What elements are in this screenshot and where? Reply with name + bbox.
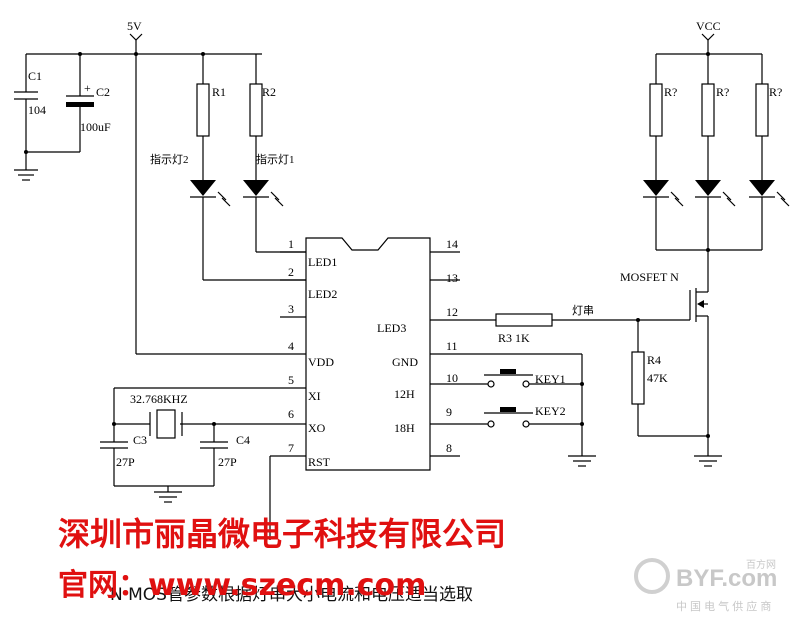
led-string-1 xyxy=(643,180,684,250)
ground-symbol xyxy=(14,169,38,181)
svg-text:+: + xyxy=(84,81,91,95)
resistor-r2: R2 xyxy=(249,54,276,180)
svg-text:10: 10 xyxy=(446,371,458,385)
svg-text:C4: C4 xyxy=(236,433,250,447)
svg-text:27P: 27P xyxy=(116,455,135,469)
svg-text:47K: 47K xyxy=(647,371,668,385)
svg-text:R4: R4 xyxy=(647,353,661,367)
label-5v: 5V xyxy=(127,19,142,33)
svg-text:MOSFET N: MOSFET N xyxy=(620,270,679,284)
ground-symbol-mosfet xyxy=(694,455,722,467)
svg-text:灯串: 灯串 xyxy=(572,304,594,317)
resistor-rq2: R? xyxy=(701,54,729,180)
svg-text:14: 14 xyxy=(446,237,458,251)
svg-text:12H: 12H xyxy=(394,387,415,401)
svg-text:13: 13 xyxy=(446,271,458,285)
supply-vcc: VCC xyxy=(696,19,721,54)
svg-text:XI: XI xyxy=(308,389,321,403)
resistor-rq1: R? xyxy=(649,54,677,180)
key2-switch: KEY2 xyxy=(484,404,582,428)
svg-text:LED2: LED2 xyxy=(308,287,337,301)
led-indicator-2: 指示灯2 xyxy=(150,152,231,280)
svg-text:32.768KHZ: 32.768KHZ xyxy=(130,392,188,406)
ground-symbol-xtal xyxy=(154,491,182,503)
svg-text:8: 8 xyxy=(446,441,452,455)
svg-text:C1: C1 xyxy=(28,69,42,83)
svg-text:100uF: 100uF xyxy=(80,120,111,134)
svg-text:9: 9 xyxy=(446,405,452,419)
svg-text:6: 6 xyxy=(288,407,294,421)
svg-text:R?: R? xyxy=(664,85,677,99)
svg-text:R?: R? xyxy=(769,85,782,99)
byf-watermark: BYF.com 百方网 中 国 电 气 供 应 商 xyxy=(634,558,777,613)
supply-5v: 5V xyxy=(127,19,143,354)
svg-text:R1: R1 xyxy=(212,85,226,99)
byf-logo-icon xyxy=(634,558,670,594)
svg-text:11: 11 xyxy=(446,339,458,353)
svg-text:27P: 27P xyxy=(218,455,237,469)
svg-text:C3: C3 xyxy=(133,433,147,447)
svg-text:指示灯1: 指示灯1 xyxy=(256,152,295,166)
svg-text:12: 12 xyxy=(446,305,458,319)
svg-text:3: 3 xyxy=(288,302,294,316)
capacitor-c3: C3 27P xyxy=(100,424,147,486)
resistor-r3: R3 1K 灯串 xyxy=(495,304,638,345)
company-banner: 深圳市丽晶微电子科技有限公司 xyxy=(58,515,506,553)
resistor-rq3: R? xyxy=(755,54,782,180)
svg-text:指示灯2: 指示灯2 xyxy=(150,152,189,166)
capacitor-c4: C4 27P xyxy=(200,424,250,486)
svg-text:18H: 18H xyxy=(394,421,415,435)
svg-text:中 国 电 气 供 应 商: 中 国 电 气 供 应 商 xyxy=(676,599,771,613)
svg-text:百方网: 百方网 xyxy=(746,558,776,571)
svg-text:104: 104 xyxy=(28,103,46,117)
svg-text:KEY1: KEY1 xyxy=(535,372,566,386)
svg-text:4: 4 xyxy=(288,339,294,353)
led-indicator-1: 指示灯1 xyxy=(243,152,295,252)
svg-text:R3 1K: R3 1K xyxy=(498,331,530,345)
ground-symbol-keys xyxy=(568,455,596,467)
led-string-2 xyxy=(695,180,736,284)
svg-text:VCC: VCC xyxy=(696,19,721,33)
svg-text:GND: GND xyxy=(392,355,418,369)
led-string-3 xyxy=(749,180,790,250)
caption-text: N MOS管参数根据灯串大小电流和电压适当选取 xyxy=(110,585,473,605)
svg-text:LED1: LED1 xyxy=(308,255,337,269)
svg-text:XO: XO xyxy=(308,421,326,435)
resistor-r4: R4 47K xyxy=(631,320,708,437)
capacitor-c1: C1 104 xyxy=(14,54,46,170)
capacitor-c2: + C2 100uF xyxy=(66,54,111,152)
svg-text:LED3: LED3 xyxy=(377,321,406,335)
svg-text:KEY2: KEY2 xyxy=(535,404,566,418)
ic-chip xyxy=(305,237,431,471)
svg-text:BYF.com: BYF.com xyxy=(676,565,777,592)
svg-text:VDD: VDD xyxy=(308,355,334,369)
svg-text:7: 7 xyxy=(288,441,294,455)
mosfet-n: MOSFET N xyxy=(620,270,709,456)
svg-text:5: 5 xyxy=(288,373,294,387)
svg-text:C2: C2 xyxy=(96,85,110,99)
key1-switch: KEY1 xyxy=(484,369,582,388)
svg-text:2: 2 xyxy=(288,265,294,279)
svg-text:R2: R2 xyxy=(262,85,276,99)
svg-text:RST: RST xyxy=(308,455,331,469)
resistor-r1: R1 xyxy=(196,54,226,180)
website-banner: 官网：www.szecm.com xyxy=(58,568,426,603)
crystal-32768: 32.768KHZ xyxy=(113,388,188,439)
svg-text:1: 1 xyxy=(288,237,294,251)
svg-text:R?: R? xyxy=(716,85,729,99)
